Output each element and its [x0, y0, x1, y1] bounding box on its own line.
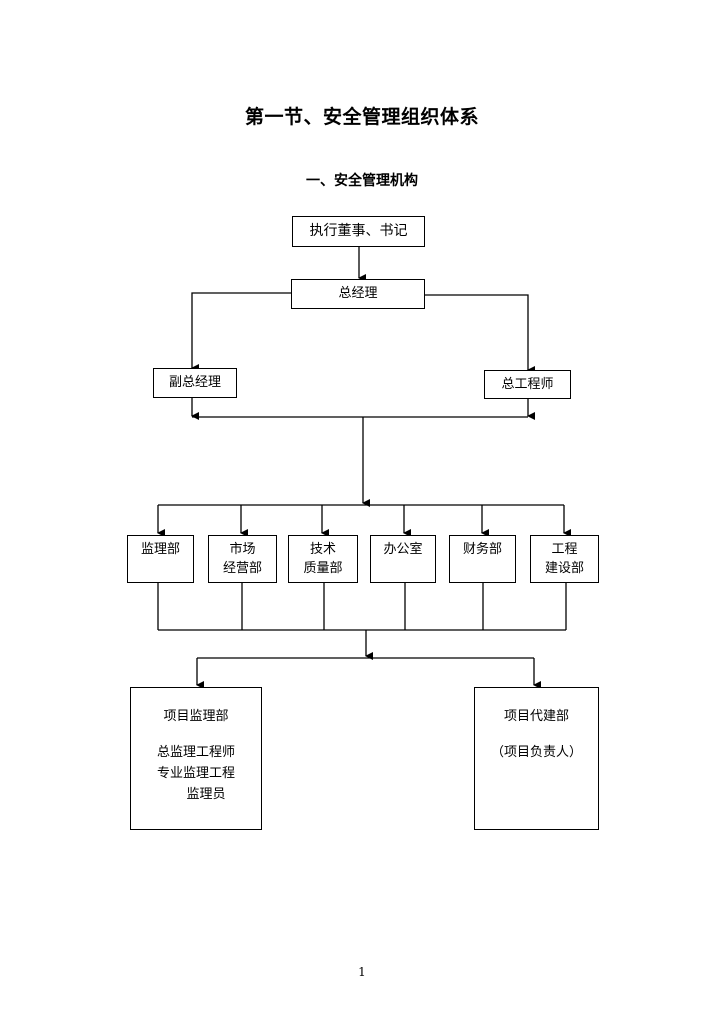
project-agent-title: 项目代建部: [503, 709, 569, 724]
department-box: 监理部: [127, 535, 194, 583]
member-supervisor: 监理员: [186, 787, 226, 802]
member-specialist-supervisor: 专业监理工程: [156, 766, 235, 781]
deputy-gm-label: 副总经理: [168, 375, 221, 390]
department-label-line2: 建设部: [544, 561, 584, 576]
page-number: 1: [358, 965, 366, 979]
general-manager-label: 总经理: [338, 286, 378, 301]
member-chief-supervisor: 总监理工程师: [156, 745, 235, 760]
connector-gm-to-chief: [425, 294, 535, 374]
project-agent-note: （项目负责人）: [490, 745, 582, 760]
chief-engineer-label: 总工程师: [501, 377, 554, 392]
department-label-line1: 技术: [309, 542, 336, 557]
page-title: 第一节、安全管理组织体系: [244, 106, 479, 128]
department-label-line1: 监理部: [140, 542, 180, 557]
executive-box: 执行董事、书记: [292, 216, 425, 247]
department-label-line1: 财务部: [462, 542, 502, 557]
department-label-line1: 市场: [229, 542, 256, 557]
department-label-line1: 办公室: [383, 542, 423, 557]
general-manager-box: 总经理: [291, 279, 425, 309]
department-label-line1: 工程: [551, 542, 578, 557]
project-supervision-title: 项目监理部: [163, 709, 229, 724]
department-label-line2: 经营部: [222, 561, 262, 576]
department-box: 工程 建设部: [530, 535, 599, 583]
department-box: 市场 经营部: [208, 535, 277, 583]
chief-engineer-box: 总工程师: [484, 370, 571, 399]
connector-gm-to-deputy: [191, 292, 291, 372]
supervision-members: 总监理工程师 专业监理工程 监理员: [142, 742, 250, 805]
department-box: 财务部: [449, 535, 516, 583]
project-agent-box: 项目代建部 （项目负责人）: [474, 687, 599, 830]
deputy-gm-box: 副总经理: [153, 368, 237, 398]
department-box: 技术 质量部: [288, 535, 358, 583]
department-label-line2: 质量部: [303, 561, 343, 576]
department-box: 办公室: [370, 535, 436, 583]
section-subtitle: 一、安全管理机构: [306, 173, 418, 189]
executive-label: 执行董事、书记: [309, 223, 408, 239]
project-supervision-box: 项目监理部: [130, 687, 262, 830]
